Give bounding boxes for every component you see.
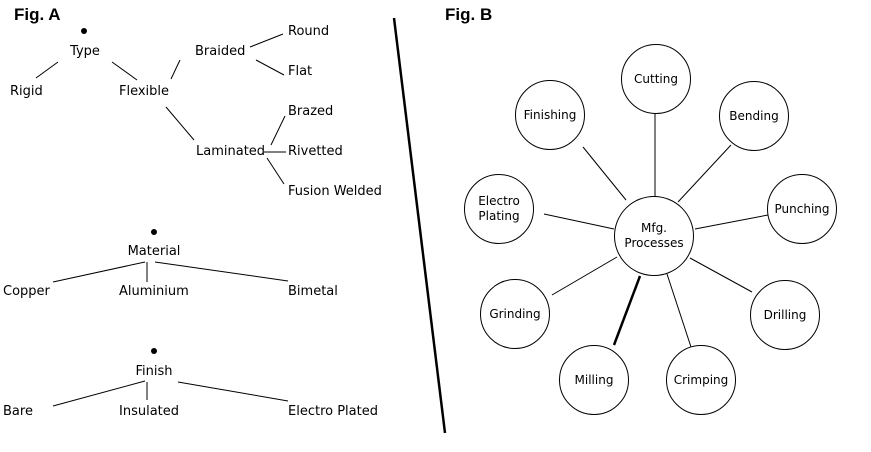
spoke-bending xyxy=(677,144,732,203)
finish-bullet xyxy=(151,348,157,354)
node-aluminium: Aluminium xyxy=(119,284,189,299)
node-bare: Bare xyxy=(3,404,33,419)
fig-b-title: Fig. B xyxy=(445,5,493,24)
edge-material-bimetal xyxy=(154,261,289,282)
edge-flexible-laminated xyxy=(165,106,195,141)
edge-type-flexible xyxy=(111,61,138,81)
node-rivetted: Rivetted xyxy=(288,144,343,159)
edge-flexible-braided xyxy=(170,59,181,80)
edge-laminated-brazed xyxy=(270,115,286,146)
figure-divider xyxy=(392,17,447,434)
node-bending: Bending xyxy=(719,81,789,151)
node-round: Round xyxy=(288,24,330,39)
node-electro-plating: Electro Plating xyxy=(464,174,534,244)
node-rigid: Rigid xyxy=(10,84,43,99)
node-mfg-processes: Mfg. Processes xyxy=(614,196,694,276)
node-crimping: Crimping xyxy=(666,345,736,415)
edge-finish-bare xyxy=(52,380,146,407)
edge-laminated-fusion-welded xyxy=(266,157,285,185)
node-flexible: Flexible xyxy=(119,84,170,99)
node-bimetal: Bimetal xyxy=(288,284,338,299)
spoke-milling xyxy=(612,275,642,346)
spoke-punching xyxy=(694,214,769,230)
edge-braided-round xyxy=(249,33,284,48)
node-milling: Milling xyxy=(559,345,629,415)
node-flat: Flat xyxy=(288,64,313,79)
node-laminated: Laminated xyxy=(196,144,266,159)
node-brazed: Brazed xyxy=(288,104,334,119)
node-electro-plated: Electro Plated xyxy=(288,404,378,419)
spoke-crimping xyxy=(666,273,692,348)
node-drilling: Drilling xyxy=(750,280,820,350)
node-braided: Braided xyxy=(195,44,246,59)
node-finishing: Finishing xyxy=(515,80,585,150)
node-type: Type xyxy=(70,44,100,59)
edge-finish-electro-plated xyxy=(177,381,289,402)
node-insulated: Insulated xyxy=(119,404,180,419)
spoke-electro-plating xyxy=(543,213,615,230)
node-cutting: Cutting xyxy=(621,44,691,114)
fig-a-title: Fig. A xyxy=(14,5,61,24)
node-copper: Copper xyxy=(3,284,50,299)
spoke-drilling xyxy=(689,257,753,293)
material-bullet xyxy=(151,229,157,235)
edge-material-copper xyxy=(52,261,146,283)
spoke-grinding xyxy=(551,256,618,296)
node-punching: Punching xyxy=(767,174,837,244)
node-material: Material xyxy=(127,244,181,259)
node-fusion-welded: Fusion Welded xyxy=(288,184,382,199)
node-grinding: Grinding xyxy=(480,279,550,349)
spoke-finishing xyxy=(582,146,627,201)
node-finish: Finish xyxy=(135,364,173,379)
type-bullet xyxy=(81,28,87,34)
edge-type-rigid xyxy=(35,61,59,79)
edge-braided-flat xyxy=(255,59,285,76)
